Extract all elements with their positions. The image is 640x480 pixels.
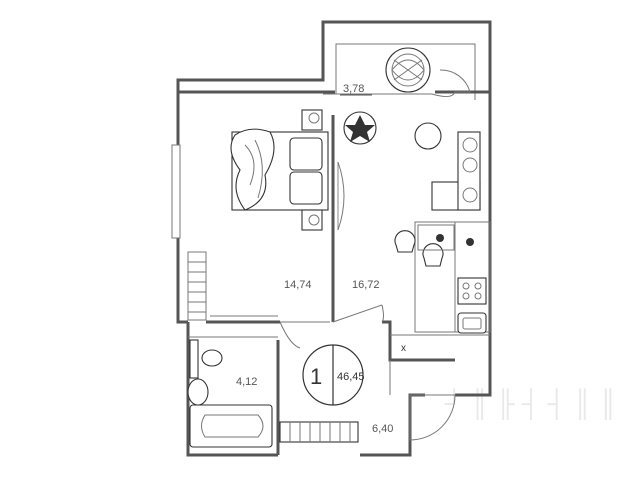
bed [230, 128, 329, 211]
nightstand-bottom [301, 209, 323, 231]
area-label-balcony: 3,78 [340, 83, 372, 96]
dining-table [417, 224, 474, 251]
total-area: 46,45 [337, 371, 365, 383]
doors [279, 69, 471, 441]
kitchen-sink [457, 312, 487, 334]
hallway-area: 6,40 [372, 423, 393, 435]
nightstand-top [301, 109, 323, 131]
balcony-chair [385, 47, 431, 93]
bedroom-area: 14,74 [284, 279, 312, 291]
area-label-living: 16,72 [352, 279, 380, 291]
chair-2 [422, 243, 444, 267]
washbasin [187, 378, 209, 406]
toilet [189, 339, 223, 379]
area-label-bathroom: 4,12 [236, 376, 257, 388]
bathroom-area: 4,12 [236, 376, 257, 388]
svg-text:┘ ║ ╟ ┤ ┤ ║ ║: ┘ ║ ╟ ┤ ┤ ║ ║ [444, 388, 617, 420]
chair-1 [394, 230, 416, 253]
cabinet-x-marker: x [401, 343, 406, 354]
apartment-badge: 1 46,45 [302, 344, 365, 406]
sofa [431, 131, 481, 211]
area-label-hallway: 6,40 [372, 423, 393, 435]
rooms-count: 1 [310, 364, 322, 389]
balcony-area: 3,78 [343, 83, 364, 95]
ventilation-shaft [187, 251, 207, 321]
cross-marker: x [401, 343, 406, 354]
outer-walls [171, 20, 492, 457]
wardrobe [279, 421, 359, 443]
area-label-bedroom: 14,74 [284, 279, 312, 291]
plant [343, 111, 377, 145]
living-kitchen-area: 16,72 [352, 279, 380, 291]
stove [457, 277, 487, 305]
bathtub [189, 404, 273, 448]
round-table [414, 122, 442, 150]
watermark-logo: ┘ ║ ╟ ┤ ┤ ║ ║ [444, 388, 617, 420]
window-left [171, 144, 181, 239]
